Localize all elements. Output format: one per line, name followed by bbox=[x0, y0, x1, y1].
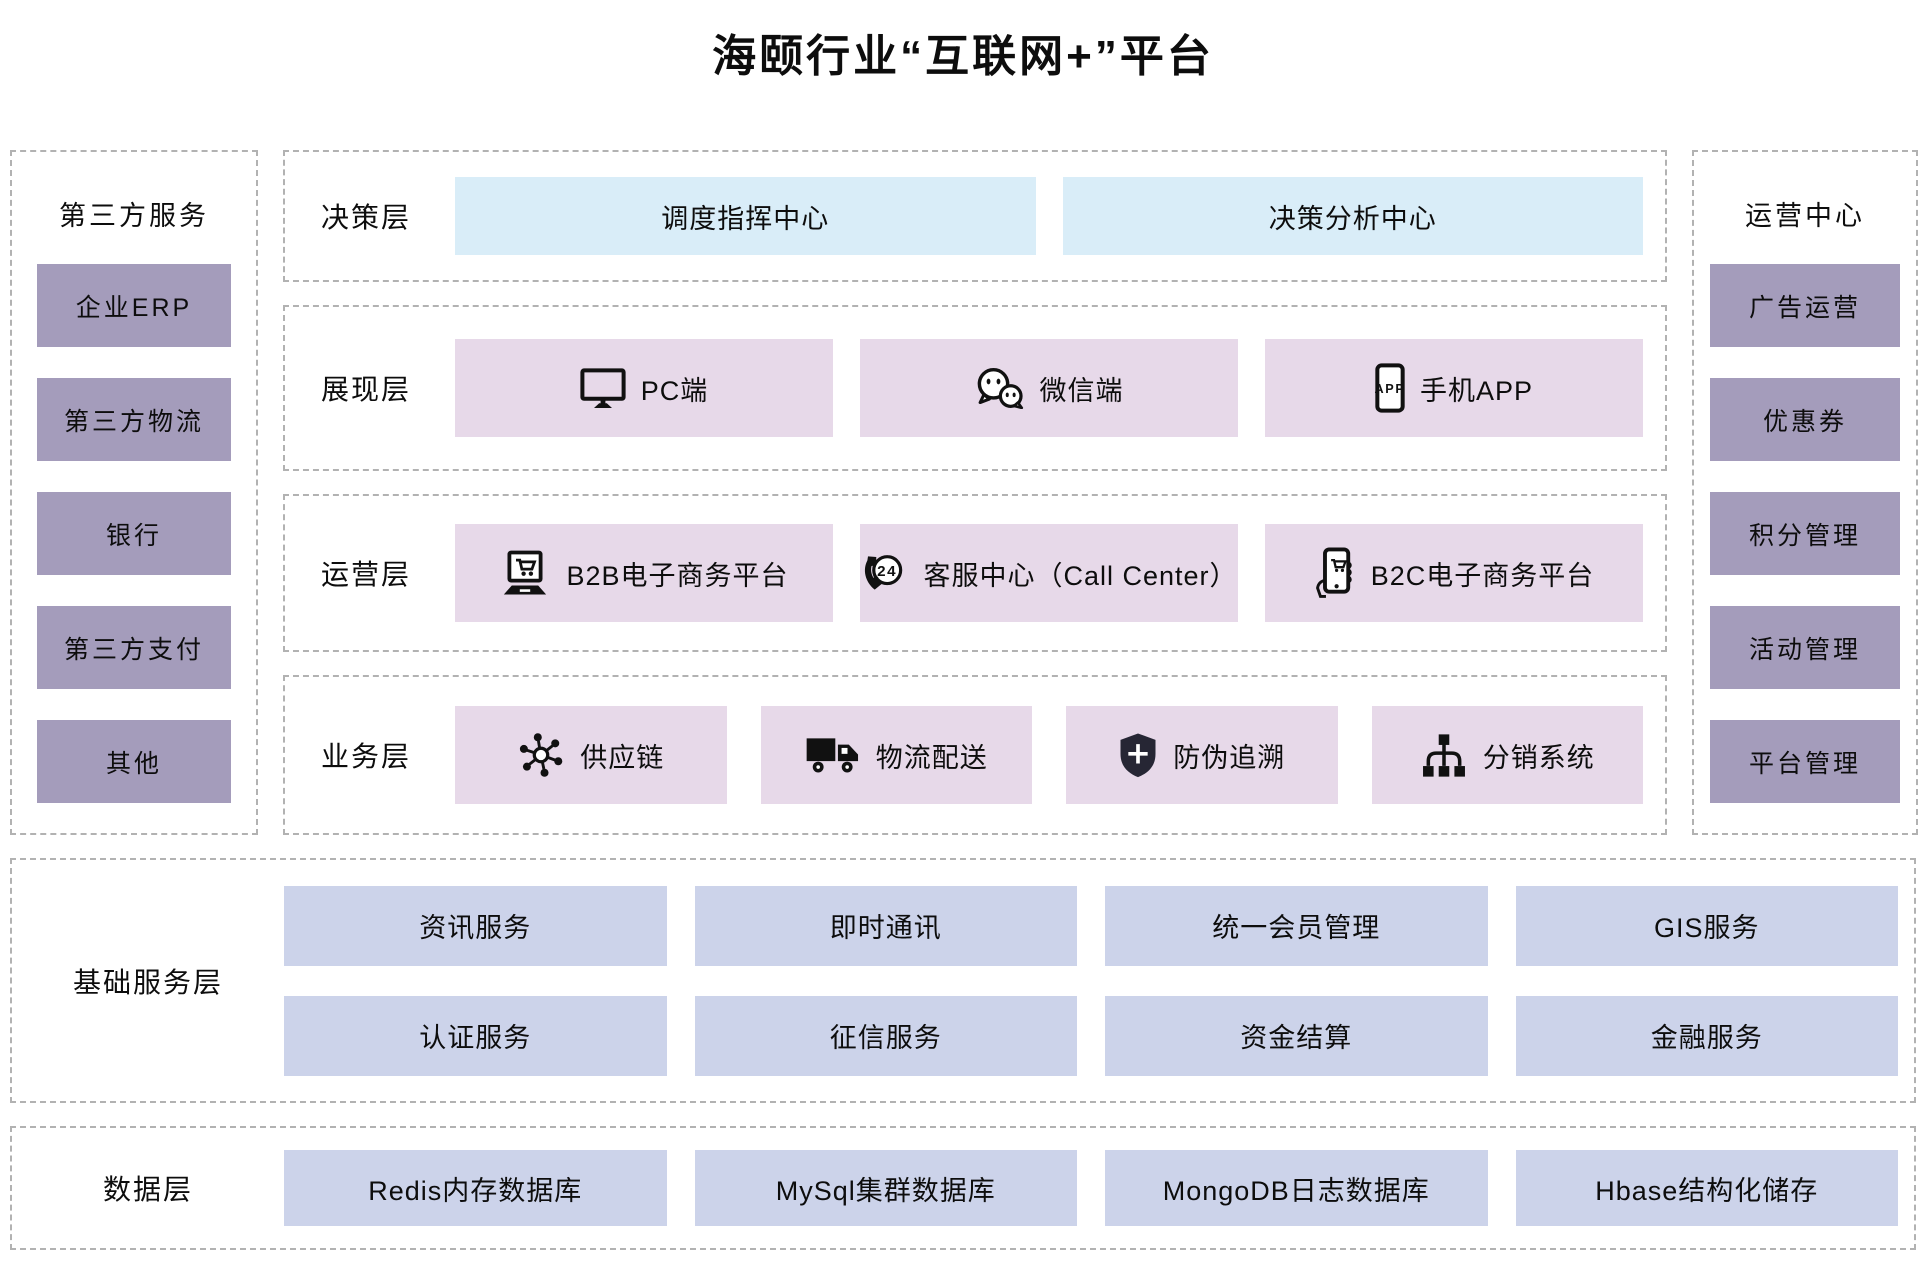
base-service-panel: 基础服务层 资讯服务 即时通讯 统一会员管理 GIS服务 认证服务 征信服务 资… bbox=[10, 858, 1916, 1103]
truck-icon bbox=[805, 734, 861, 777]
callcenter-24-icon: 24 bbox=[860, 549, 908, 597]
operation-center-item: 平台管理 bbox=[1710, 720, 1900, 803]
base-service-item: 征信服务 bbox=[694, 995, 1077, 1076]
operation-layer-panel: 运营层 B2B电子商 bbox=[283, 494, 1667, 652]
operation-center-item: 优惠券 bbox=[1710, 378, 1900, 461]
business-layer-panel: 业务层 bbox=[283, 675, 1667, 835]
box-label: B2C电子商务平台 bbox=[1370, 560, 1595, 591]
presentation-layer-panel: 展现层 PC端 bbox=[283, 305, 1667, 471]
box-label: 防伪追溯 bbox=[1173, 742, 1286, 773]
third-party-item: 第三方物流 bbox=[37, 378, 231, 461]
base-service-item: GIS服务 bbox=[1515, 885, 1898, 966]
third-party-item: 第三方支付 bbox=[37, 606, 231, 689]
base-service-item: 资讯服务 bbox=[284, 885, 667, 966]
decision-layer-panel: 决策层 调度指挥中心 决策分析中心 bbox=[283, 150, 1667, 282]
shield-cross-icon bbox=[1118, 732, 1158, 779]
base-service-item: 金融服务 bbox=[1515, 995, 1898, 1076]
operation-layer-label: 运营层 bbox=[321, 559, 412, 590]
base-service-item: 即时通讯 bbox=[694, 885, 1077, 966]
data-layer-label: 数据层 bbox=[102, 1174, 193, 1205]
page-title: 海颐行业“互联网+”平台 bbox=[712, 32, 1214, 81]
anti-counterfeit-box: 防伪追溯 bbox=[1066, 706, 1338, 804]
operation-center-item: 活动管理 bbox=[1710, 606, 1900, 689]
business-layer-label: 业务层 bbox=[321, 741, 412, 772]
supply-chain-icon bbox=[517, 731, 565, 779]
distribution-tree-icon bbox=[1420, 733, 1468, 778]
b2c-ecommerce-box: B2C电子商务平台 bbox=[1265, 524, 1643, 622]
data-layer-item: Hbase结构化储存 bbox=[1515, 1150, 1898, 1226]
presentation-layer-label: 展现层 bbox=[321, 374, 412, 405]
box-label: 物流配送 bbox=[875, 742, 988, 773]
box-label: B2B电子商务平台 bbox=[566, 560, 789, 591]
data-layer-item: MongoDB日志数据库 bbox=[1105, 1150, 1488, 1226]
operation-center-title: 运营中心 bbox=[1745, 201, 1865, 231]
base-service-item: 认证服务 bbox=[284, 995, 667, 1076]
third-party-panel: 第三方服务 企业ERP 第三方物流 银行 第三方支付 其他 bbox=[10, 150, 258, 835]
base-service-item: 统一会员管理 bbox=[1105, 885, 1488, 966]
decision-layer-label: 决策层 bbox=[321, 202, 412, 233]
b2b-ecommerce-box: B2B电子商务平台 bbox=[455, 524, 833, 622]
base-service-label: 基础服务层 bbox=[72, 966, 223, 998]
phone-app-icon: APP bbox=[1375, 363, 1405, 413]
box-label: 微信端 bbox=[1039, 375, 1124, 406]
middle-layers: 决策层 调度指挥中心 决策分析中心 展现层 bbox=[283, 150, 1667, 835]
base-service-item: 资金结算 bbox=[1105, 995, 1488, 1076]
svg-text:APP: APP bbox=[1375, 382, 1405, 396]
operation-center-item: 广告运营 bbox=[1710, 264, 1900, 347]
top-section: 第三方服务 企业ERP 第三方物流 银行 第三方支付 其他 决策层 调度指挥中心… bbox=[10, 150, 1918, 835]
distribution-box: 分销系统 bbox=[1371, 706, 1643, 804]
third-party-item: 银行 bbox=[37, 492, 231, 575]
data-layer-item: MySql集群数据库 bbox=[694, 1150, 1077, 1226]
supply-chain-box: 供应链 bbox=[455, 706, 727, 804]
decision-analysis-center-box: 决策分析中心 bbox=[1062, 177, 1643, 255]
monitor-icon bbox=[580, 368, 626, 408]
call-center-box: 24 客服中心（Call Center） bbox=[860, 524, 1238, 622]
wechat-icon bbox=[975, 367, 1025, 409]
box-label: 分销系统 bbox=[1482, 742, 1595, 773]
box-label: 供应链 bbox=[580, 742, 665, 773]
logistics-box: 物流配送 bbox=[760, 706, 1032, 804]
data-layer-item: Redis内存数据库 bbox=[284, 1150, 667, 1226]
svg-text:24: 24 bbox=[878, 563, 898, 580]
wechat-client-box: 微信端 bbox=[860, 339, 1238, 437]
operation-center-panel: 运营中心 广告运营 优惠券 积分管理 活动管理 平台管理 bbox=[1692, 150, 1918, 835]
b2b-shop-icon bbox=[499, 550, 551, 597]
box-label: PC端 bbox=[640, 375, 709, 406]
pc-client-box: PC端 bbox=[455, 339, 833, 437]
dispatch-command-center-box: 调度指挥中心 bbox=[455, 177, 1036, 255]
box-label: 手机APP bbox=[1419, 375, 1534, 406]
third-party-item: 企业ERP bbox=[37, 264, 231, 347]
box-label: 客服中心（Call Center） bbox=[923, 560, 1238, 591]
third-party-title: 第三方服务 bbox=[59, 201, 209, 231]
data-layer-panel: 数据层 Redis内存数据库 MySql集群数据库 MongoDB日志数据库 H… bbox=[10, 1126, 1916, 1250]
mobile-app-box: APP 手机APP bbox=[1265, 339, 1643, 437]
third-party-item: 其他 bbox=[37, 720, 231, 803]
b2c-mobile-icon bbox=[1314, 547, 1356, 599]
operation-center-item: 积分管理 bbox=[1710, 492, 1900, 575]
